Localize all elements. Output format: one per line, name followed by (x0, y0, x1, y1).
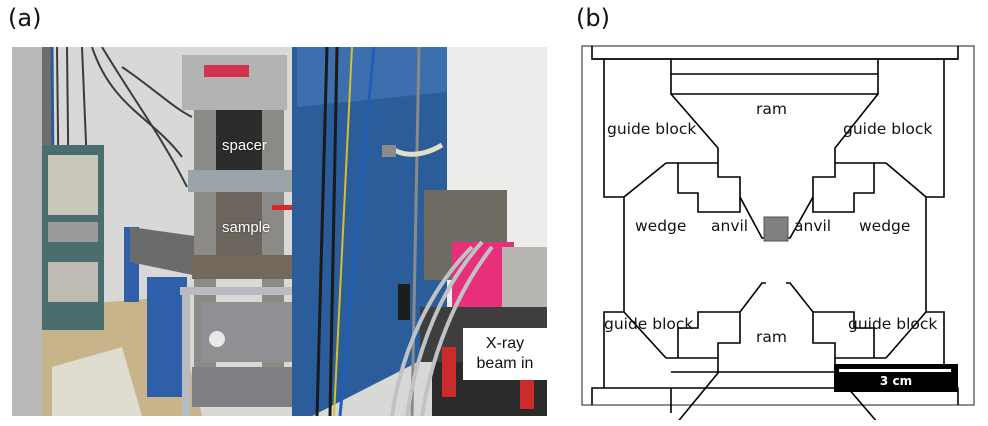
pendant-control (398, 284, 410, 320)
press-schematic: ram guide block guide block wedge anvil … (576, 40, 982, 420)
yellow-cable (333, 47, 353, 416)
rack-panel (48, 222, 98, 242)
anvil-top-left-steps (666, 162, 766, 239)
label-ram-top: ram (756, 100, 787, 118)
label-anvil-right: anvil (794, 217, 832, 235)
outer-frame (581, 45, 975, 406)
label-ram-bottom: ram (756, 328, 787, 346)
rack-panel (48, 155, 98, 215)
press-head (182, 55, 287, 110)
scale-bar-line (839, 369, 951, 372)
guide-block-top-left-outline (603, 59, 624, 198)
lower-stage (192, 367, 307, 407)
ram-top-right-slope (834, 93, 879, 163)
blue-cable (338, 47, 376, 416)
wedge-right-outline (885, 162, 927, 359)
sample-cell (763, 216, 789, 242)
guide-block-bottom-left-outline (603, 311, 624, 388)
wedge-bottom-right-steps (813, 311, 875, 358)
wedge-top-right-steps (812, 163, 875, 213)
sample-label: sample (222, 219, 271, 236)
xray-label-line2: beam in (476, 355, 534, 372)
red-post (442, 347, 456, 397)
label-wedge-left: wedge (635, 217, 687, 235)
left-wall (12, 47, 42, 416)
label-guide-block-bottom-right: guide block (848, 315, 938, 333)
press-warning-label (204, 65, 249, 77)
scale-bar-label: 3 cm (879, 374, 913, 388)
aluminum-frame (182, 287, 190, 416)
junction-box (382, 145, 396, 157)
floor-light (52, 347, 142, 416)
spacer-block (216, 110, 262, 170)
ram-bottom-left-slope (678, 358, 719, 420)
motor (209, 331, 225, 347)
beamline-photo: spacer sample X-ray beam in (12, 47, 547, 416)
grey-cable (410, 47, 421, 416)
wedge-left-outline (623, 162, 667, 359)
rack-panel (48, 262, 98, 302)
wedge-bottom-left-steps (677, 311, 740, 358)
photo-illustration (12, 47, 547, 416)
label-guide-block-top-left: guide block (607, 120, 697, 138)
xray-beam-label: X-ray beam in (463, 328, 547, 380)
panel-a-label: (a) (8, 4, 42, 32)
scale-bar: 3 cm (834, 364, 958, 392)
label-anvil-left: anvil (711, 217, 749, 235)
guide-block-bottom-right-outline (926, 311, 945, 388)
sample-assembly (216, 192, 262, 257)
guide-block-top-right-outline (926, 59, 945, 198)
press-platen (192, 255, 292, 279)
xray-label-line1: X-ray (485, 335, 525, 352)
spacer-label: spacer (222, 137, 268, 154)
anvil-top-right-steps (786, 162, 886, 239)
ram-top-plate (670, 59, 879, 95)
press-crosshead (188, 170, 298, 192)
ram-top-left-slope (670, 93, 719, 163)
panel-b-label: (b) (576, 4, 610, 32)
beam-pipe-housing (502, 247, 547, 307)
top-plate (591, 46, 959, 60)
label-guide-block-top-right: guide block (843, 120, 933, 138)
label-guide-block-bottom-left: guide block (604, 315, 694, 333)
detector-cables (390, 240, 494, 416)
wedge-top-left-steps (677, 163, 741, 213)
vertical-cables (315, 47, 339, 416)
blue-cart (147, 277, 187, 397)
aluminum-frame (180, 287, 315, 295)
label-wedge-right: wedge (859, 217, 911, 235)
bench (130, 227, 202, 277)
